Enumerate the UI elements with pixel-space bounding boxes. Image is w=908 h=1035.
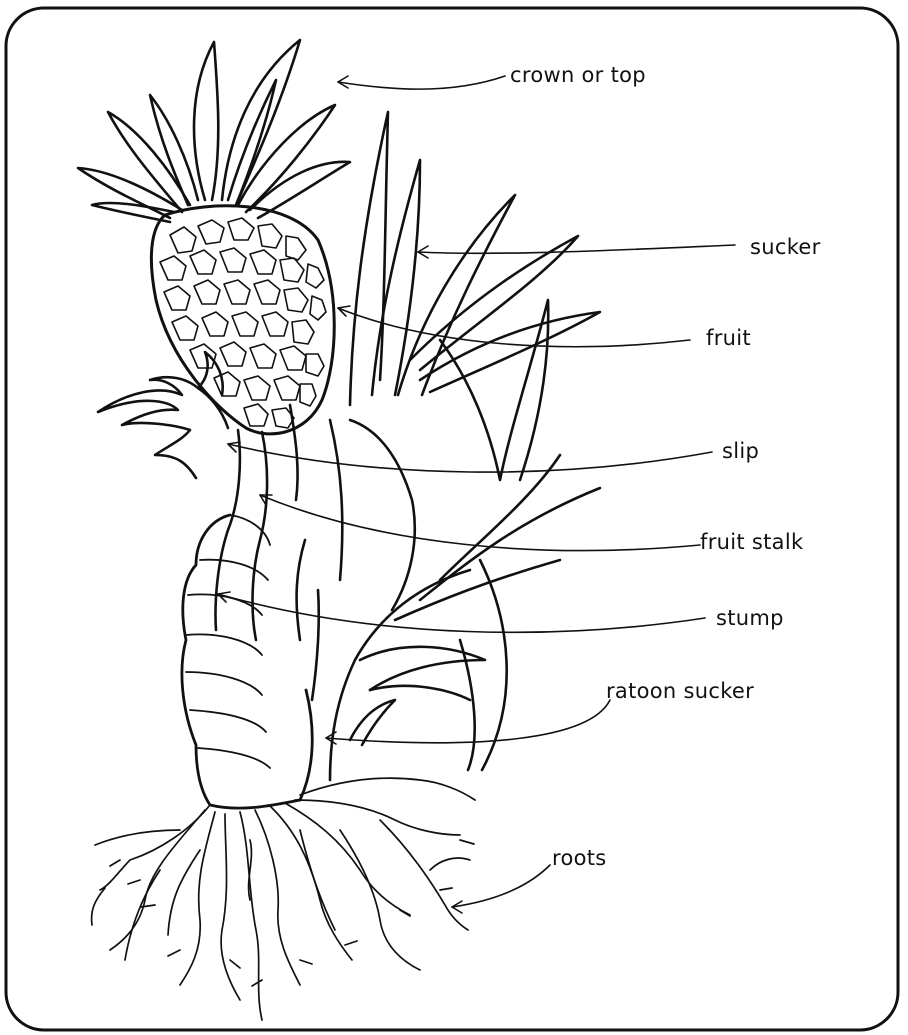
label-stump: stump	[716, 606, 784, 630]
roots-leader	[452, 865, 550, 907]
label-roots: roots	[552, 846, 607, 870]
ratoon-sucker-leader	[326, 700, 610, 743]
label-slip: slip	[722, 439, 759, 463]
stump	[182, 515, 312, 808]
slip-shoot	[98, 352, 228, 478]
crown-leader	[338, 76, 505, 89]
sucker-leaves	[330, 112, 600, 610]
roots	[92, 778, 475, 1020]
crown-leaves	[78, 40, 350, 222]
label-ratoon-sucker: ratoon sucker	[606, 679, 754, 703]
fruit-body	[151, 206, 334, 434]
label-fruit-stalk: fruit stalk	[700, 530, 804, 554]
stump-leader	[218, 594, 705, 632]
fruit-leader	[338, 308, 690, 347]
slip-leader	[228, 444, 712, 472]
label-crown: crown or top	[510, 63, 646, 87]
label-sucker: sucker	[750, 235, 821, 259]
label-fruit: fruit	[706, 326, 751, 350]
labels: crown or top sucker fruit slip fruit sta…	[510, 63, 821, 870]
